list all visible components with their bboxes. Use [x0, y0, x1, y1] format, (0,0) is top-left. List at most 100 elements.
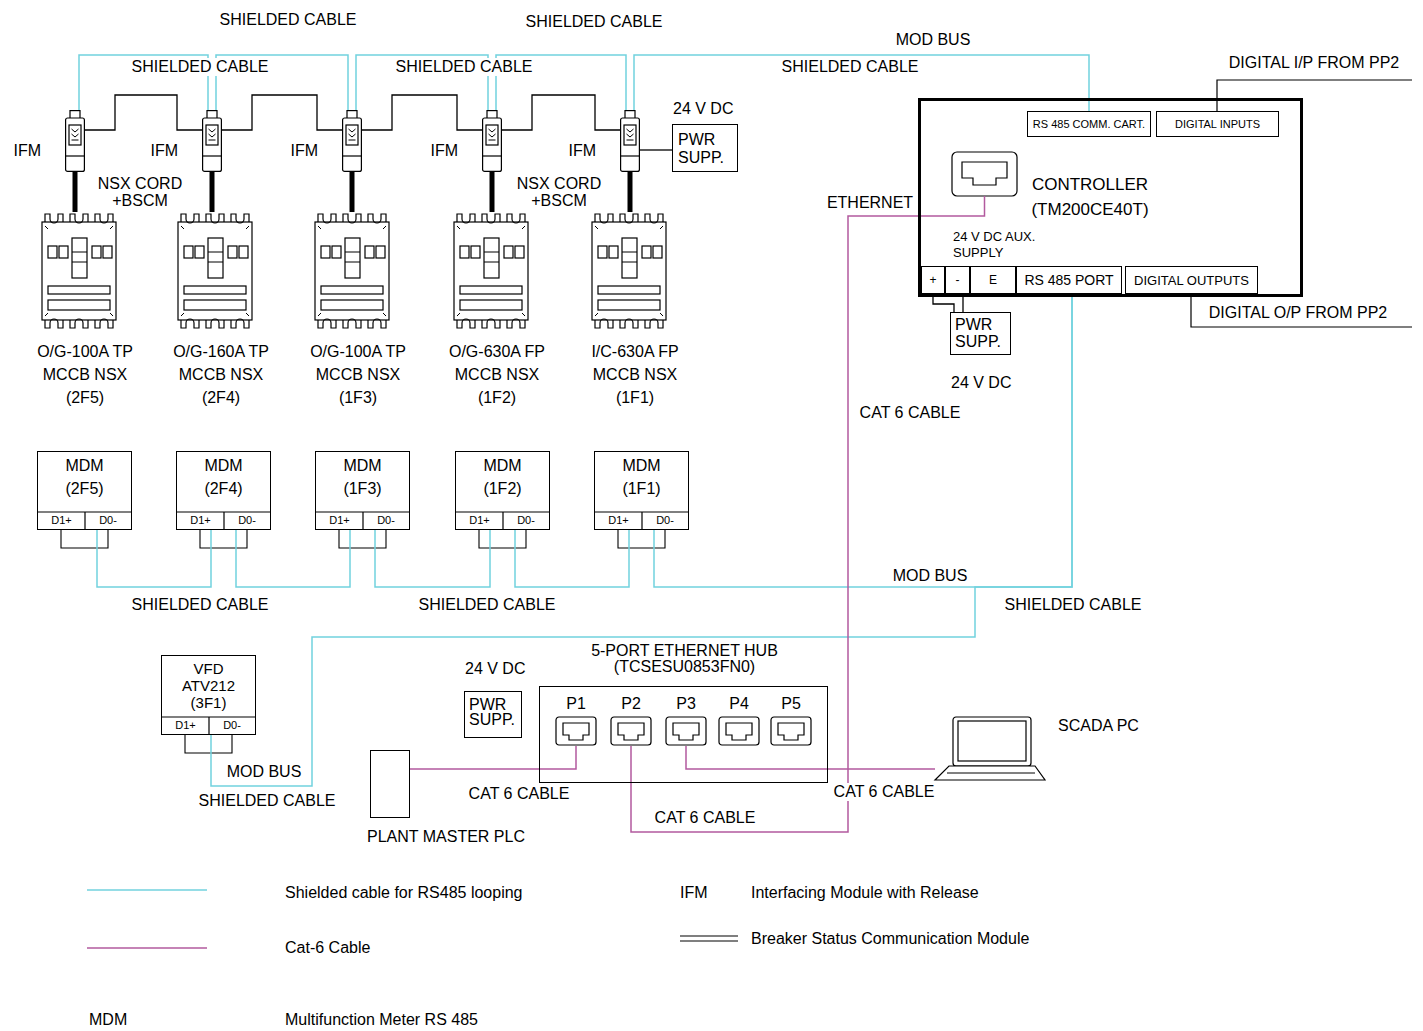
breaker-plate [460, 286, 522, 294]
laptop-display [958, 721, 1026, 761]
port-symbol [610, 716, 652, 746]
breaker-contact [376, 246, 385, 258]
breaker-drawing [40, 212, 118, 330]
module-symbol [65, 110, 85, 172]
cell-label: DIGITAL OUTPUTS [1134, 274, 1249, 287]
breaker-terminal [206, 319, 224, 328]
power-supply: 24 V DCPWR SUPP. [672, 124, 738, 172]
breaker-terminal [45, 214, 63, 223]
module-line [483, 155, 502, 156]
meter-name: MDM (2F4) [193, 454, 254, 500]
signal-label: DIGITAL O/P FROM PP2 [1207, 304, 1389, 322]
module-line [343, 155, 362, 156]
terminal-label: D0- [503, 512, 549, 529]
breaker-terminal [343, 319, 361, 328]
nsx-cord [490, 172, 495, 212]
breaker-contact [59, 246, 68, 258]
interface-module: IFM [342, 110, 362, 172]
cable-label: SHIELDED CABLE [130, 596, 271, 614]
cable-label: CAT 6 CABLE [858, 404, 963, 422]
port-symbol [770, 716, 812, 746]
breaker-symbol: O/G-100A TP MCCB NSX (2F5) [40, 212, 118, 330]
port-outline [611, 717, 651, 745]
breaker-terminal [181, 319, 199, 328]
breaker-label: O/G-100A TP MCCB NSX (2F5) [29, 340, 141, 409]
port-cell: RS 485 PORT [1016, 266, 1122, 294]
legend-key: IFM [678, 884, 710, 902]
power-supply: PWR SUPP.24 V DC [950, 312, 1011, 355]
controller-name: CONTROLLER (TM200CE40T) [1022, 172, 1158, 222]
cell-label: - [956, 274, 960, 286]
breaker-plate [184, 300, 246, 310]
port-socket [618, 723, 644, 740]
laptop-drawing [935, 716, 1045, 786]
cable-label: SHIELDED CABLE [417, 596, 558, 614]
terminal-bracket [339, 530, 386, 548]
meter-divider [38, 512, 131, 529]
breaker-toggle [345, 238, 360, 278]
breaker-terminal [620, 319, 638, 328]
breaker-terminal [457, 214, 475, 223]
nsx-cord [350, 172, 355, 212]
legend-shape-sample [680, 936, 738, 941]
module-label: IFM [290, 142, 318, 160]
breaker-toggle [622, 238, 637, 278]
cell-label: + [929, 274, 936, 286]
meter-box: MDM (1F2)D1+D0- [455, 451, 550, 530]
port-socket [726, 723, 752, 740]
cable-label: SHIELDED CABLE [394, 58, 535, 76]
breaker-label: O/G-160A TP MCCB NSX (2F4) [165, 340, 277, 409]
breaker-symbol: O/G-100A TP MCCB NSX (1F3) [313, 212, 391, 330]
module-window [346, 125, 358, 145]
port-socket [673, 723, 699, 740]
breaker-body [178, 222, 252, 320]
device-label: SCADA PC [1058, 717, 1139, 735]
terminal-bracket [61, 530, 108, 548]
ethernet-port: P4 [718, 716, 760, 746]
network-label: ETHERNET [825, 194, 915, 212]
ethernet-socket [962, 162, 1007, 185]
cable-label: SHIELDED CABLE [197, 792, 338, 810]
ethernet-stub [921, 196, 985, 216]
module-symbol [482, 110, 502, 172]
interface-module: IFM [65, 110, 85, 172]
port-cell: DIGITAL OUTPUTS [1125, 266, 1258, 294]
supply-label: PWR SUPP. [955, 316, 1007, 350]
device-label: PLANT MASTER PLC [367, 828, 525, 846]
port-cell: + [921, 266, 945, 294]
terminal-label: D1+ [456, 512, 503, 529]
drive-box: VFD ATV212 (3F1)D1+D0- [161, 655, 256, 735]
legend-line-sample [87, 889, 207, 891]
terminal-bracket [618, 530, 665, 548]
bus-label: MOD BUS [225, 763, 304, 781]
supply-label: PWR SUPP. [678, 131, 733, 167]
port-socket [563, 723, 589, 740]
signal-leader [1217, 80, 1412, 111]
breaker-contact [471, 246, 480, 258]
meter-name: MDM (1F3) [332, 454, 393, 500]
module-window [486, 125, 498, 145]
meter-name: MDM (1F1) [611, 454, 672, 500]
legend-line-sample [87, 947, 207, 949]
terminal-bracket [185, 735, 232, 753]
shielded-cable [211, 294, 1072, 786]
breaker-contact [92, 246, 101, 258]
laptop-keys [947, 773, 1035, 774]
aux-supply-label: 24 V DC AUX. SUPPLY [953, 229, 1045, 261]
terminal-bracket [479, 530, 526, 548]
breaker-drawing [176, 212, 254, 330]
breaker-toggle-line [208, 252, 223, 262]
module-window [206, 125, 218, 145]
breaker-contact [598, 246, 607, 258]
shielded-cable [654, 294, 1072, 587]
power-wire [640, 149, 672, 150]
laptop-base [935, 766, 1045, 780]
breaker-terminal [181, 214, 199, 223]
cable-label: SHIELDED CABLE [780, 58, 921, 76]
breaker-terminal [457, 319, 475, 328]
interface-module: IFM [620, 110, 640, 172]
cable-label: CAT 6 CABLE [832, 783, 937, 801]
breaker-corner [457, 226, 525, 316]
shielded-cable [515, 530, 629, 587]
